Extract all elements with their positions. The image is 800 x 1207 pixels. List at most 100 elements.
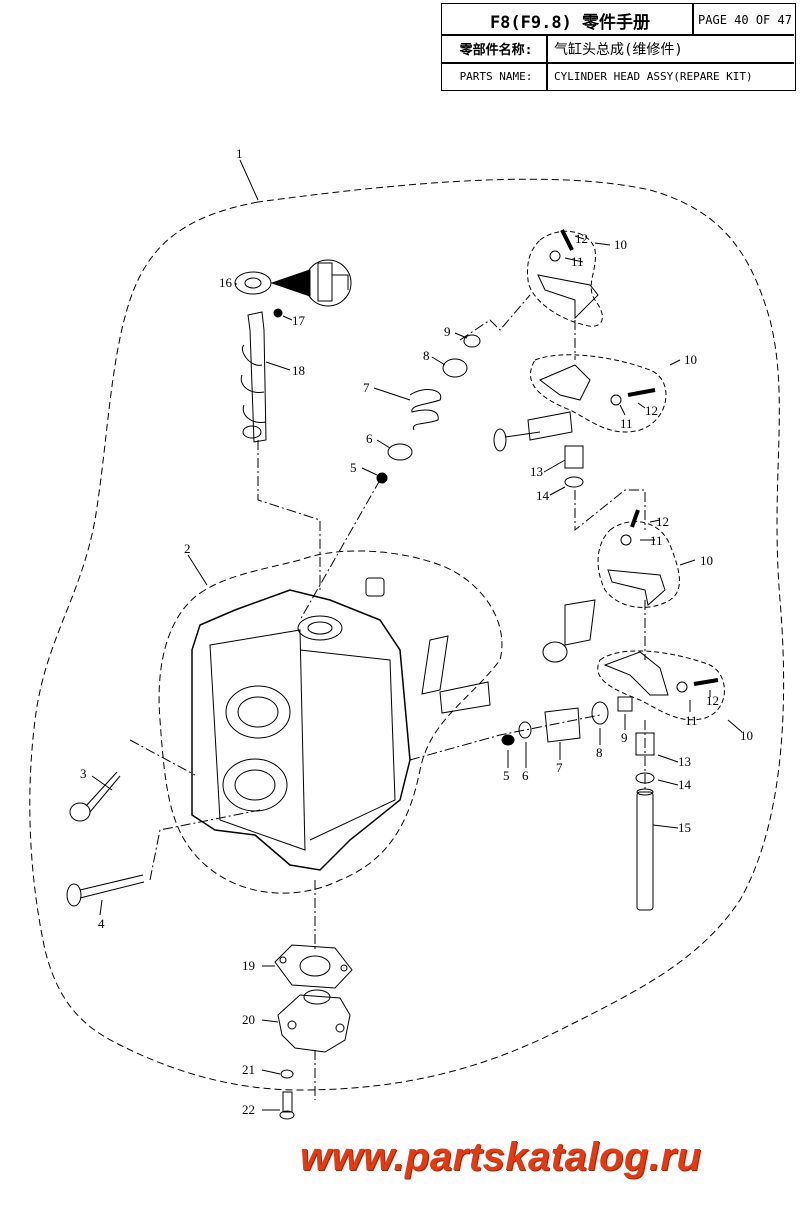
- callout-labels: 1 2 3 4 5 6 7 8 9 10 12 11 11 12 10 13 1…: [80, 146, 753, 1117]
- rocker-boundary: [527, 230, 603, 327]
- axis-line: [129, 739, 196, 776]
- callout-13: 13: [530, 464, 543, 479]
- callout-12: 12: [706, 693, 719, 708]
- callout-11: 11: [571, 254, 584, 269]
- axis-line: [409, 714, 601, 761]
- axis-line: [257, 440, 321, 590]
- bolt-head: [279, 1110, 295, 1120]
- gasket-hole: [299, 955, 331, 977]
- axis-line: [149, 809, 261, 881]
- callout-10: 10: [684, 352, 697, 367]
- adjust-nut: [610, 394, 622, 406]
- parts-name-value-cn: 气缸头总成(维修件): [554, 41, 683, 58]
- rocker-arm: [603, 651, 669, 696]
- callout-2: 2: [184, 541, 191, 556]
- callout-20: 20: [242, 1012, 255, 1027]
- rocker-boundary: [597, 650, 725, 721]
- valve-spring: [409, 389, 442, 431]
- callout-11: 11: [650, 533, 663, 548]
- adjust-screw: [693, 678, 719, 686]
- parts-name-label-en: PARTS NAME:: [459, 70, 533, 83]
- rocker-arm: [607, 569, 666, 606]
- parts-name-value-en: CYLINDER HEAD ASSY(REPARE KIT): [554, 70, 753, 83]
- divider: [442, 62, 794, 64]
- bolt-shank: [282, 1091, 293, 1113]
- adjust-nut: [676, 681, 688, 693]
- rocker-boundary: [529, 354, 667, 433]
- assembly-boundary: [29, 178, 785, 1091]
- spring-retainer: [591, 701, 609, 725]
- detail-pin: [317, 262, 333, 302]
- valve-spring: [527, 411, 573, 441]
- woodruff-key: [273, 308, 283, 318]
- manual-title: F8(F9.8) 零件手册: [489, 12, 651, 33]
- leader-lines: [91, 159, 743, 1111]
- valve-guide: [421, 635, 449, 695]
- divider: [546, 34, 548, 90]
- axis-line: [299, 479, 381, 621]
- intake-valve-stem: [85, 771, 121, 813]
- callout-9: 9: [621, 730, 628, 745]
- intake-valve-head: [69, 802, 91, 822]
- spring-seat: [387, 443, 413, 461]
- callout-12: 12: [645, 403, 658, 418]
- cylinder-head: [191, 589, 411, 871]
- callout-7: 7: [556, 760, 563, 775]
- divider: [442, 34, 794, 36]
- axis-line: [574, 489, 646, 532]
- callout-10: 10: [740, 728, 753, 743]
- callout-14: 14: [536, 488, 550, 503]
- combustion-chamber-inner: [237, 696, 279, 728]
- callout-10: 10: [614, 237, 627, 252]
- combustion-chamber: [222, 758, 288, 812]
- adjust-screw: [560, 229, 574, 251]
- callout-13: 13: [678, 754, 691, 769]
- push-rod: [636, 791, 654, 911]
- valve-spring: [544, 707, 581, 743]
- callout-16: 16: [219, 275, 233, 290]
- cylinder-head-side: [299, 649, 396, 841]
- detail-pointer: [270, 269, 311, 297]
- intake-port-bore: [307, 621, 333, 635]
- intake-port: [297, 615, 343, 641]
- camshaft-lobes: [240, 344, 267, 424]
- o-ring: [564, 476, 584, 488]
- callout-19: 19: [242, 958, 255, 973]
- callout-6: 6: [366, 431, 373, 446]
- valve-lifter: [635, 732, 655, 756]
- callout-1: 1: [236, 146, 243, 161]
- callout-11: 11: [620, 416, 633, 431]
- bearing: [234, 271, 272, 295]
- o-ring: [635, 772, 655, 784]
- push-rod-end: [636, 788, 654, 796]
- camshaft: [247, 311, 267, 443]
- watermark-url[interactable]: www.partskatalog.ru: [300, 1135, 702, 1179]
- cylinder-head-face: [209, 629, 306, 851]
- valve-keeper: [617, 696, 633, 712]
- cover-housing: [277, 994, 351, 1053]
- callout-15: 15: [678, 820, 691, 835]
- callout-12: 12: [575, 231, 588, 246]
- gasket-bolt-hole: [279, 956, 287, 964]
- rocker-boundary: [597, 521, 680, 608]
- rocker-arm: [539, 364, 591, 401]
- dowel-pin: [365, 577, 385, 597]
- callout-8: 8: [596, 745, 603, 760]
- valve-spring: [564, 599, 596, 646]
- adjust-nut: [620, 534, 632, 546]
- callout-18: 18: [292, 363, 305, 378]
- callout-12: 12: [656, 514, 669, 529]
- cylinder-head-boundary: [158, 550, 503, 894]
- callout-3: 3: [80, 766, 87, 781]
- callout-22: 22: [242, 1102, 255, 1117]
- callout-5: 5: [503, 768, 510, 783]
- callout-4: 4: [98, 916, 105, 931]
- detail-pin: [332, 274, 349, 290]
- axis-line: [459, 294, 531, 341]
- exhaust-valve-head: [66, 883, 82, 907]
- cover-outlet: [303, 989, 331, 1005]
- valve-head: [542, 641, 568, 663]
- callout-8: 8: [423, 348, 430, 363]
